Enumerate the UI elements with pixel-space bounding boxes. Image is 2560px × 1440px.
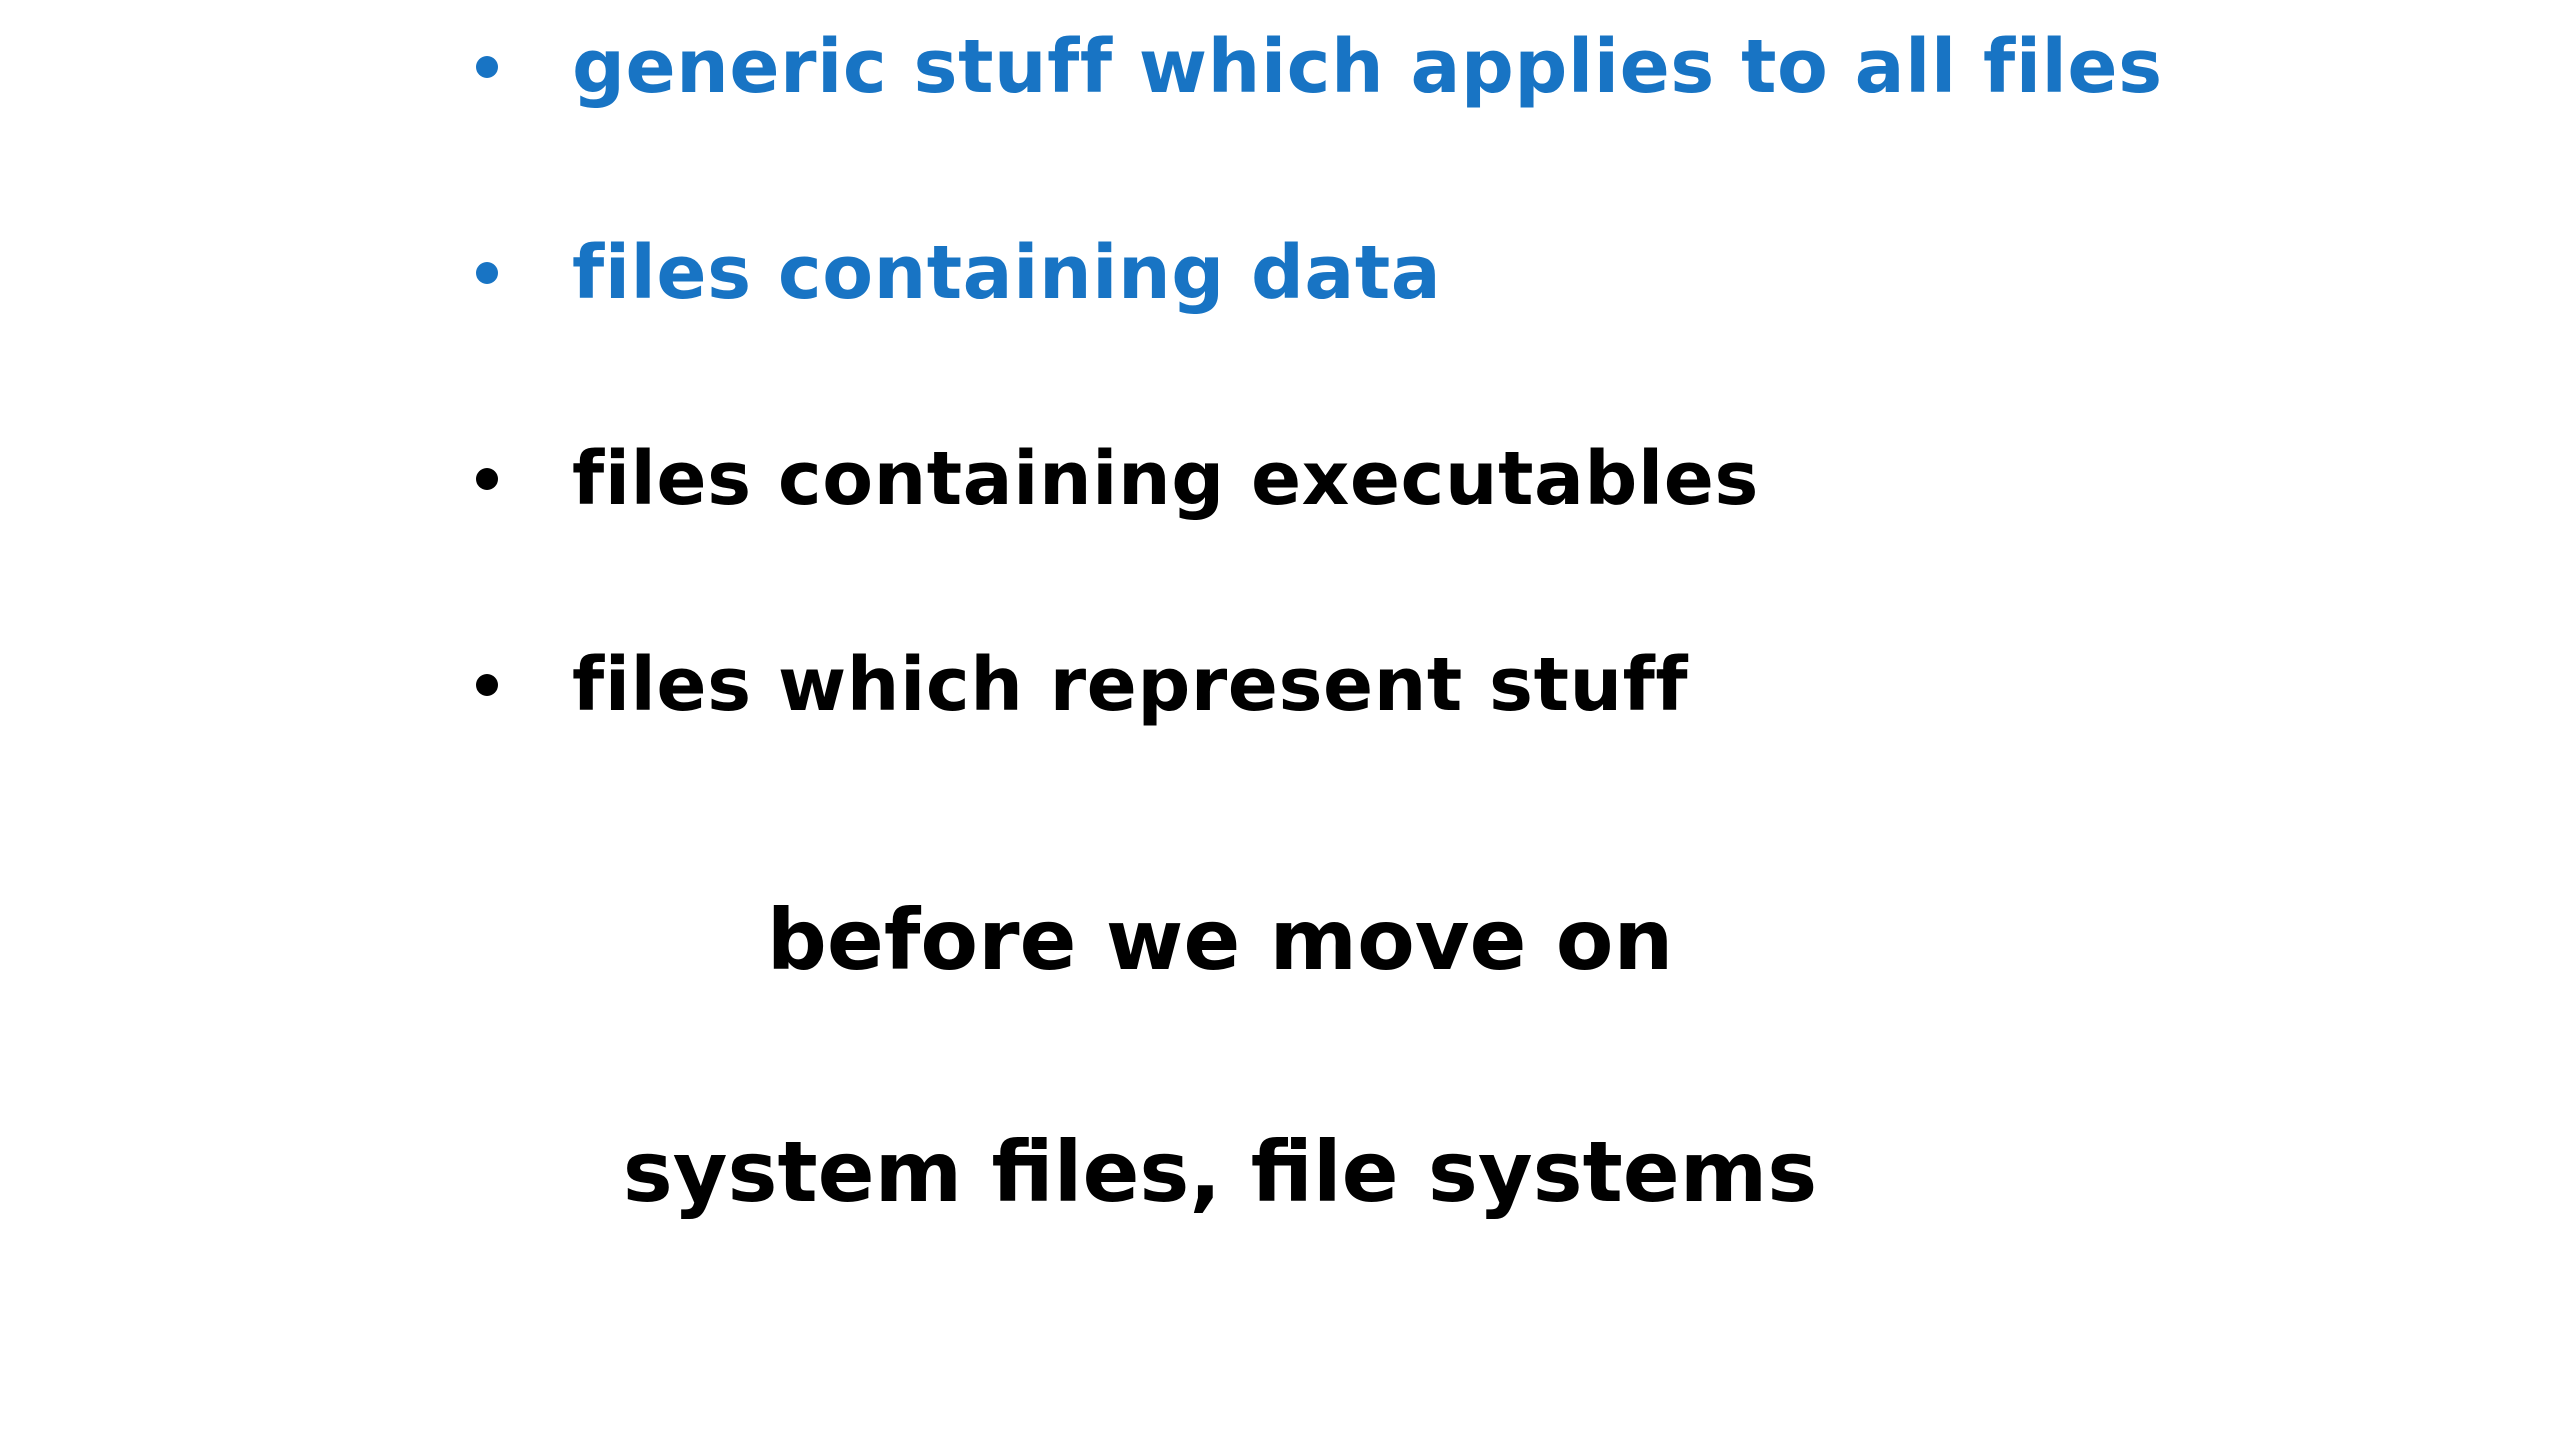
bullet-text: files containing executables bbox=[572, 436, 1759, 522]
bullet-item-files-containing-data: files containing data bbox=[0, 218, 2560, 328]
system-files-text: system files, file systems bbox=[622, 1123, 1818, 1221]
bullet-text: files containing data bbox=[572, 230, 1442, 316]
bullet-dot-icon bbox=[476, 262, 498, 284]
before-we-move-on-text: before we move on bbox=[766, 891, 1674, 989]
bullet-dot-icon bbox=[476, 56, 498, 78]
bullet-dot-icon bbox=[476, 468, 498, 490]
bullet-text: generic stuff which applies to all files bbox=[572, 24, 2163, 110]
bullet-text: files which represent stuff bbox=[572, 642, 1689, 728]
bullet-dot-icon bbox=[476, 674, 498, 696]
bullet-item-generic-stuff: generic stuff which applies to all files bbox=[0, 12, 2560, 122]
bullet-item-files-which-represent-stuff: files which represent stuff bbox=[0, 630, 2560, 740]
bullet-item-files-containing-executables: files containing executables bbox=[0, 424, 2560, 534]
